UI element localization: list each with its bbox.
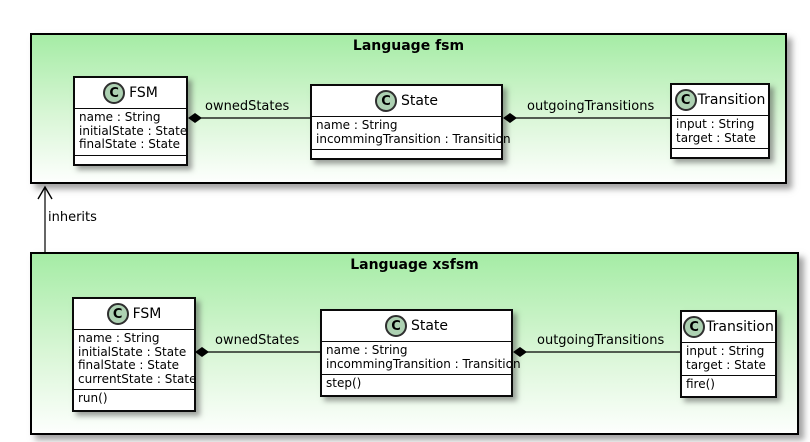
attributes-compartment: name : String initialState : State final… — [75, 109, 188, 156]
class-state: C State name : String incommingTransitio… — [320, 309, 521, 397]
methods-compartment — [312, 150, 501, 158]
methods-compartment: step() — [322, 375, 511, 395]
class-icon: C — [374, 90, 397, 112]
package-title: Language fsm — [352, 38, 465, 54]
class-name: State — [410, 318, 449, 334]
methods-compartment — [75, 156, 186, 164]
attributes-compartment: input : String target : State — [682, 343, 775, 376]
relation-label-ownedstates-fsm: ownedStates — [205, 99, 290, 114]
attribute: name : String — [316, 118, 398, 132]
class-name: Transition — [706, 319, 774, 335]
class-header: C State — [322, 311, 511, 342]
relation-label-ownedstates-xsfsm: ownedStates — [215, 333, 300, 348]
attributes-compartment: name : String incommingTransition : Tran… — [322, 342, 521, 375]
class-icon: C — [674, 89, 697, 111]
methods-compartment — [672, 149, 768, 157]
class-fsm: C FSM name : String initialState : State… — [72, 297, 197, 412]
attribute: input : String — [686, 344, 765, 358]
methods-compartment: fire() — [682, 376, 775, 396]
relation-label-inherits: inherits — [48, 210, 97, 225]
attribute: input : String — [676, 117, 755, 131]
methods-compartment: run() — [74, 390, 194, 410]
class-transition: C Transition input : String target : Sta… — [670, 83, 770, 159]
attribute: incommingTransition : Transition — [326, 356, 521, 371]
package-title: Language xsfsm — [350, 257, 479, 273]
package-language-xsfsm: Language xsfsm C FSM name : String initi… — [30, 252, 799, 435]
class-header: C FSM — [74, 299, 194, 330]
class-header: C State — [312, 86, 501, 117]
class-icon: C — [106, 303, 129, 325]
method: fire() — [686, 377, 715, 391]
attribute: name : String — [79, 110, 161, 124]
class-header: C Transition — [682, 312, 775, 343]
relation-label-outgoingtransitions-xsfsm: outgoingTransitions — [537, 333, 665, 348]
attributes-compartment: name : String incommingTransition : Tran… — [312, 117, 511, 150]
attributes-compartment: input : String target : State — [672, 116, 768, 149]
attribute: initialState : State — [79, 123, 188, 138]
class-fsm: C FSM name : String initialState : State… — [73, 76, 188, 166]
method: step() — [326, 376, 362, 390]
attribute: finalState : State — [79, 137, 181, 151]
attribute: target : State — [686, 357, 766, 372]
attribute: initialState : State — [78, 344, 187, 359]
attribute: name : String — [326, 343, 408, 357]
class-icon: C — [384, 315, 407, 337]
class-header: C Transition — [672, 85, 768, 116]
attribute: finalState : State — [78, 358, 180, 372]
class-name: FSM — [129, 85, 158, 101]
method: run() — [78, 391, 108, 405]
attributes-compartment: name : String initialState : State final… — [74, 330, 197, 390]
class-name: State — [400, 93, 439, 109]
class-name: FSM — [132, 306, 162, 322]
package-language-fsm: Language fsm C FSM name : String initial… — [30, 33, 787, 184]
attribute: name : String — [78, 331, 160, 345]
class-icon: C — [683, 316, 706, 338]
attribute: incommingTransition : Transition — [316, 131, 511, 146]
class-name: Transition — [697, 92, 766, 108]
class-header: C FSM — [75, 78, 186, 109]
class-transition: C Transition input : String target : Sta… — [680, 310, 777, 398]
class-state: C State name : String incommingTransitio… — [310, 84, 511, 160]
arrowhead-up-icon — [37, 185, 53, 200]
attribute: currentState : State — [78, 371, 197, 386]
attribute: target : State — [676, 130, 756, 145]
class-icon: C — [103, 82, 126, 104]
relation-label-outgoingtransitions-fsm: outgoingTransitions — [527, 99, 655, 114]
